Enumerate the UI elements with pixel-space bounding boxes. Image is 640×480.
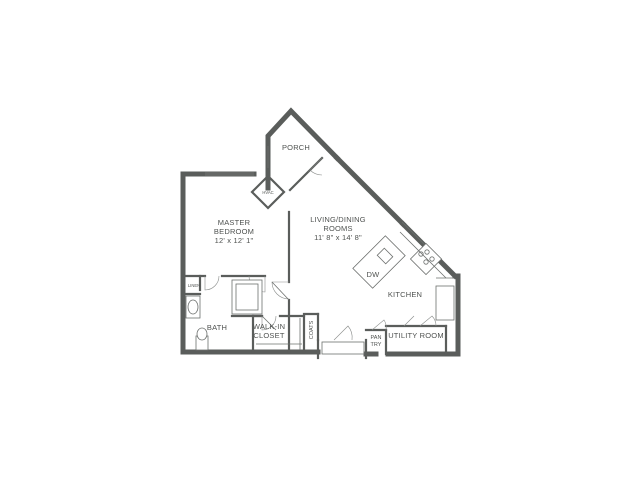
master-bedroom-label-line1: MASTER xyxy=(218,218,251,227)
utility-room-label: UTILITY ROOM xyxy=(388,331,444,340)
coats-label: COATS xyxy=(309,320,315,339)
walkin-closet-label-line2: CLOSET xyxy=(253,331,284,340)
kitchen-sink xyxy=(376,247,394,265)
room-labels: PORCH HVAC MASTER BEDROOM 12' x 12' 1" L… xyxy=(188,143,444,348)
pantry-label-line2: TRY xyxy=(371,342,382,348)
linen-label: LINEN xyxy=(188,283,200,288)
bath-label: BATH xyxy=(207,323,227,332)
range xyxy=(409,242,443,276)
porch-label: PORCH xyxy=(282,143,310,152)
shower xyxy=(231,279,263,315)
kitchen-island xyxy=(352,235,406,289)
walkin-closet-label-line1: WALK-IN xyxy=(253,322,285,331)
living-label-line1: LIVING/DINING xyxy=(310,215,366,224)
bathroom-sink xyxy=(187,299,199,315)
master-bedroom-label-line2: BEDROOM xyxy=(214,227,254,236)
kitchen-label: KITCHEN xyxy=(388,290,422,299)
fixtures xyxy=(185,231,455,355)
living-dimensions: 11' 8" x 14' 8" xyxy=(314,233,362,242)
living-label-line2: ROOMS xyxy=(323,224,352,233)
hvac-label: HVAC xyxy=(262,190,273,195)
dishwasher-label: DW xyxy=(367,270,381,279)
master-bedroom-dimensions: 12' x 12' 1" xyxy=(215,236,254,245)
refrigerator xyxy=(435,285,455,321)
pantry-label-line1: PAN xyxy=(371,335,382,341)
door-swings xyxy=(204,157,437,341)
windows xyxy=(205,146,431,251)
